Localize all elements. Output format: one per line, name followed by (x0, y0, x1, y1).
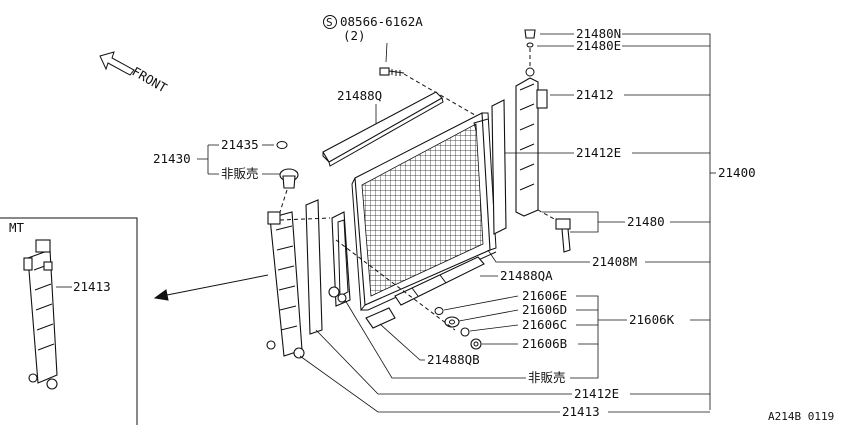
figure-code: A214B 0119 (768, 410, 834, 423)
label-21606E: 21606E (522, 288, 567, 303)
left-tank-21413 (266, 211, 305, 359)
label-21400: 21400 (718, 165, 756, 180)
seal-21412E-left (305, 199, 323, 335)
label-21480: 21480 (627, 214, 665, 229)
label-not-for-sale-bracket: 非販売 (528, 370, 566, 385)
o-ring-21435-icon (276, 141, 288, 149)
radiator-cap-21430-icon (279, 168, 299, 189)
cap-21480N-icon (524, 29, 536, 48)
label-21488Q: 21488Q (337, 88, 382, 103)
side-bracket (328, 211, 351, 307)
label-21412E-top: 21412E (576, 145, 621, 160)
label-21488QA: 21488QA (500, 268, 553, 283)
front-arrow-icon (99, 51, 135, 76)
mt-reference-arrow-icon (153, 274, 269, 301)
label-21606B: 21606B (522, 336, 567, 351)
label-21412E-bottom: 21412E (574, 386, 619, 401)
label-21606K: 21606K (629, 312, 675, 327)
label-21480E: 21480E (576, 38, 621, 53)
spacer-21606B-icon (470, 338, 482, 350)
mt-label: MT (9, 220, 25, 235)
label-21480N: 21480N (576, 26, 621, 41)
label-21413-mt: 21413 (73, 279, 111, 294)
bolt-symbol-circle (323, 15, 337, 29)
label-21430: 21430 (153, 151, 191, 166)
label-not-for-sale-cap: 非販売 (221, 166, 259, 181)
label-21606D: 21606D (522, 302, 567, 317)
mt-inset-box (0, 217, 138, 425)
label-21408M: 21408M (592, 254, 637, 269)
drain-cock-21480-icon (555, 218, 571, 253)
spacer-21606D-icon (444, 316, 460, 328)
label-21412: 21412 (576, 87, 614, 102)
seal-21412E-right (491, 99, 507, 235)
radiator-core (351, 112, 497, 312)
bolt-symbol: S (326, 16, 333, 29)
spacer-21606C-icon (460, 327, 470, 337)
seal-21488QB (365, 307, 396, 329)
seal-21488Q (322, 91, 444, 167)
label-21606C: 21606C (522, 317, 567, 332)
front-label: FRONT (130, 64, 170, 96)
label-21413-bottom: 21413 (562, 404, 600, 419)
label-08566-6162A: 08566-6162A (340, 14, 423, 29)
mt-tank-21413 (23, 239, 58, 390)
spacer-21606E-icon (434, 307, 444, 315)
label-21488QB: 21488QB (427, 352, 480, 367)
label-bolt-qty: (2) (343, 28, 366, 43)
seal-21488QA (394, 256, 485, 306)
label-21435: 21435 (221, 137, 259, 152)
bolt-icon (379, 67, 405, 76)
right-tank-21412 (515, 67, 548, 217)
